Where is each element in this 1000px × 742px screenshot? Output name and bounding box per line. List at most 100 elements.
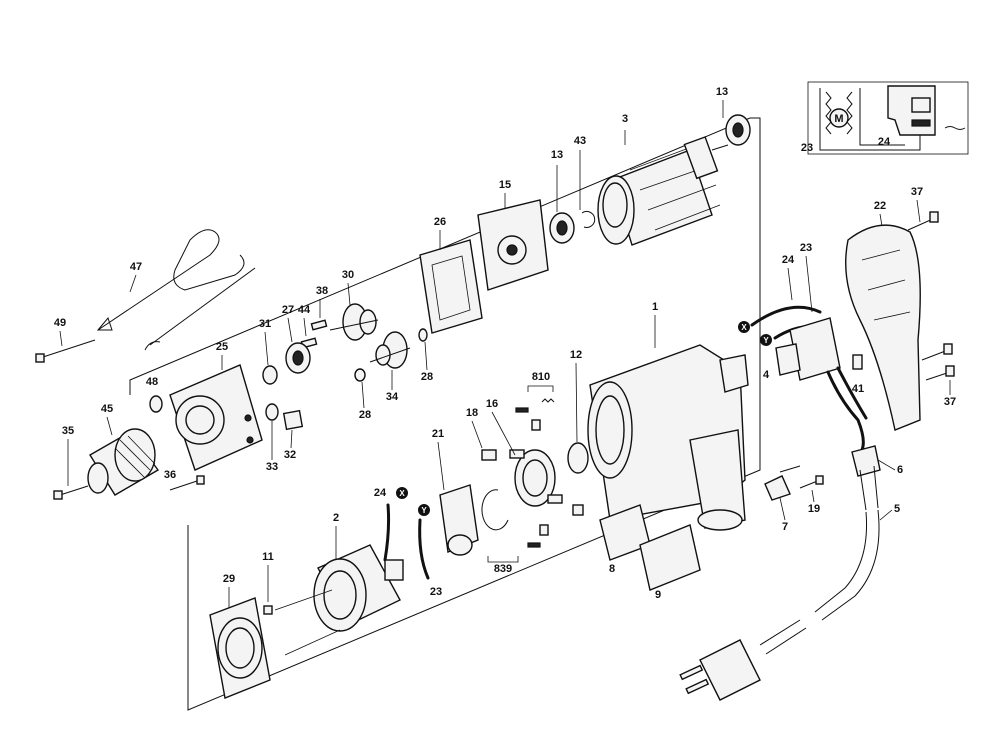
label-48: 48 [146,376,158,388]
label-34: 34 [386,391,399,403]
label-11: 11 [262,551,274,563]
power-plug [679,639,761,701]
screw-37-top [907,211,939,231]
label-25: 25 [216,341,228,353]
wiring-schematic: M [807,81,969,155]
gear-34 [369,331,411,369]
label-23-lower: 23 [430,586,442,598]
label-9: 9 [655,589,661,601]
label-29: 29 [223,573,235,585]
connector-x-upper: X [738,321,750,333]
label-13-top: 13 [716,86,728,98]
connector-y-lower: Y [418,504,430,516]
end-plate-29 [209,597,271,699]
label-13-left: 13 [551,149,563,161]
label-3: 3 [622,113,628,125]
label-24-schematic: 24 [878,136,891,148]
assembly-outline-upper [129,117,751,395]
snap-ring-21 [481,489,509,531]
label-32: 32 [284,449,296,461]
label-1: 1 [652,301,658,313]
label-45: 45 [101,403,113,415]
pin-41 [852,354,863,370]
label-23-upper: 23 [800,242,812,254]
screw-49 [35,339,96,363]
label-24-lower: 24 [374,487,387,499]
cord-protector-6 [851,445,881,511]
retaining-ring-43 [581,210,596,228]
motor-housing-1 [587,344,749,531]
washer-28b [354,368,366,382]
armature [597,136,729,246]
label-41: 41 [852,383,864,395]
clip-18 [481,449,497,461]
label-plate-9 [639,524,701,591]
svg-text:Y: Y [421,506,427,515]
label-26: 26 [434,216,446,228]
svg-text:X: X [399,489,405,498]
label-22: 22 [874,200,886,212]
connector-x-lower: X [396,487,408,499]
gear-housing-25 [169,364,263,471]
label-4: 4 [763,369,770,381]
assembly-outline [187,117,761,711]
label-49: 49 [54,317,66,329]
label-28a: 28 [421,371,433,383]
label-21: 21 [432,428,444,440]
brush-set-810 [515,398,555,431]
label-6: 6 [897,464,903,476]
connector-y-upper: Y [760,334,772,346]
screw-37-bottom [921,343,955,381]
label-5: 5 [894,503,900,515]
label-2: 2 [333,512,339,524]
pin-48 [149,395,163,413]
label-38: 38 [316,285,328,297]
washer-28a [418,328,428,342]
field-2 [313,544,404,632]
label-37-top: 37 [911,186,923,198]
screw-35 [53,485,89,500]
motor-symbol-label: M [834,113,843,125]
label-12: 12 [570,349,582,361]
label-8: 8 [609,563,615,575]
brush-holder-16 [509,449,563,507]
label-24-upper: 24 [782,254,795,266]
label-36: 36 [164,469,176,481]
bearing-13-top [725,114,751,146]
motor-symbol [829,108,849,128]
washer-33 [265,403,279,421]
gear-plate-15 [477,199,549,291]
label-28b: 28 [359,409,371,421]
svg-text:Y: Y [763,336,769,345]
clip-18b [572,504,584,516]
bearing-27 [285,342,311,374]
power-cord-5 [759,509,880,655]
switch-4 [775,317,841,381]
label-839: 839 [494,563,512,575]
label-7: 7 [782,521,788,533]
screw-11 [263,605,273,615]
label-47: 47 [130,261,142,273]
screw-38 [310,319,328,331]
label-15: 15 [499,179,511,191]
screw-36 [169,475,205,491]
chuck-45 [87,428,160,496]
handle-half-22 [845,224,921,431]
label-27: 27 [282,304,294,316]
brush-set-839 [527,524,549,548]
label-16: 16 [486,398,498,410]
label-31: 31 [259,318,271,330]
label-37-bottom: 37 [944,396,956,408]
label-19: 19 [808,503,820,515]
label-30: 30 [342,269,354,281]
label-35: 35 [62,425,74,437]
screw-19 [799,475,824,489]
label-18: 18 [466,407,478,419]
cord-clamp-7 [764,465,801,501]
svg-text:X: X [741,323,747,332]
ring-12 [567,442,589,474]
side-handle-47 [96,229,256,351]
gasket-26 [419,239,483,334]
brush-box-21 [439,484,479,556]
